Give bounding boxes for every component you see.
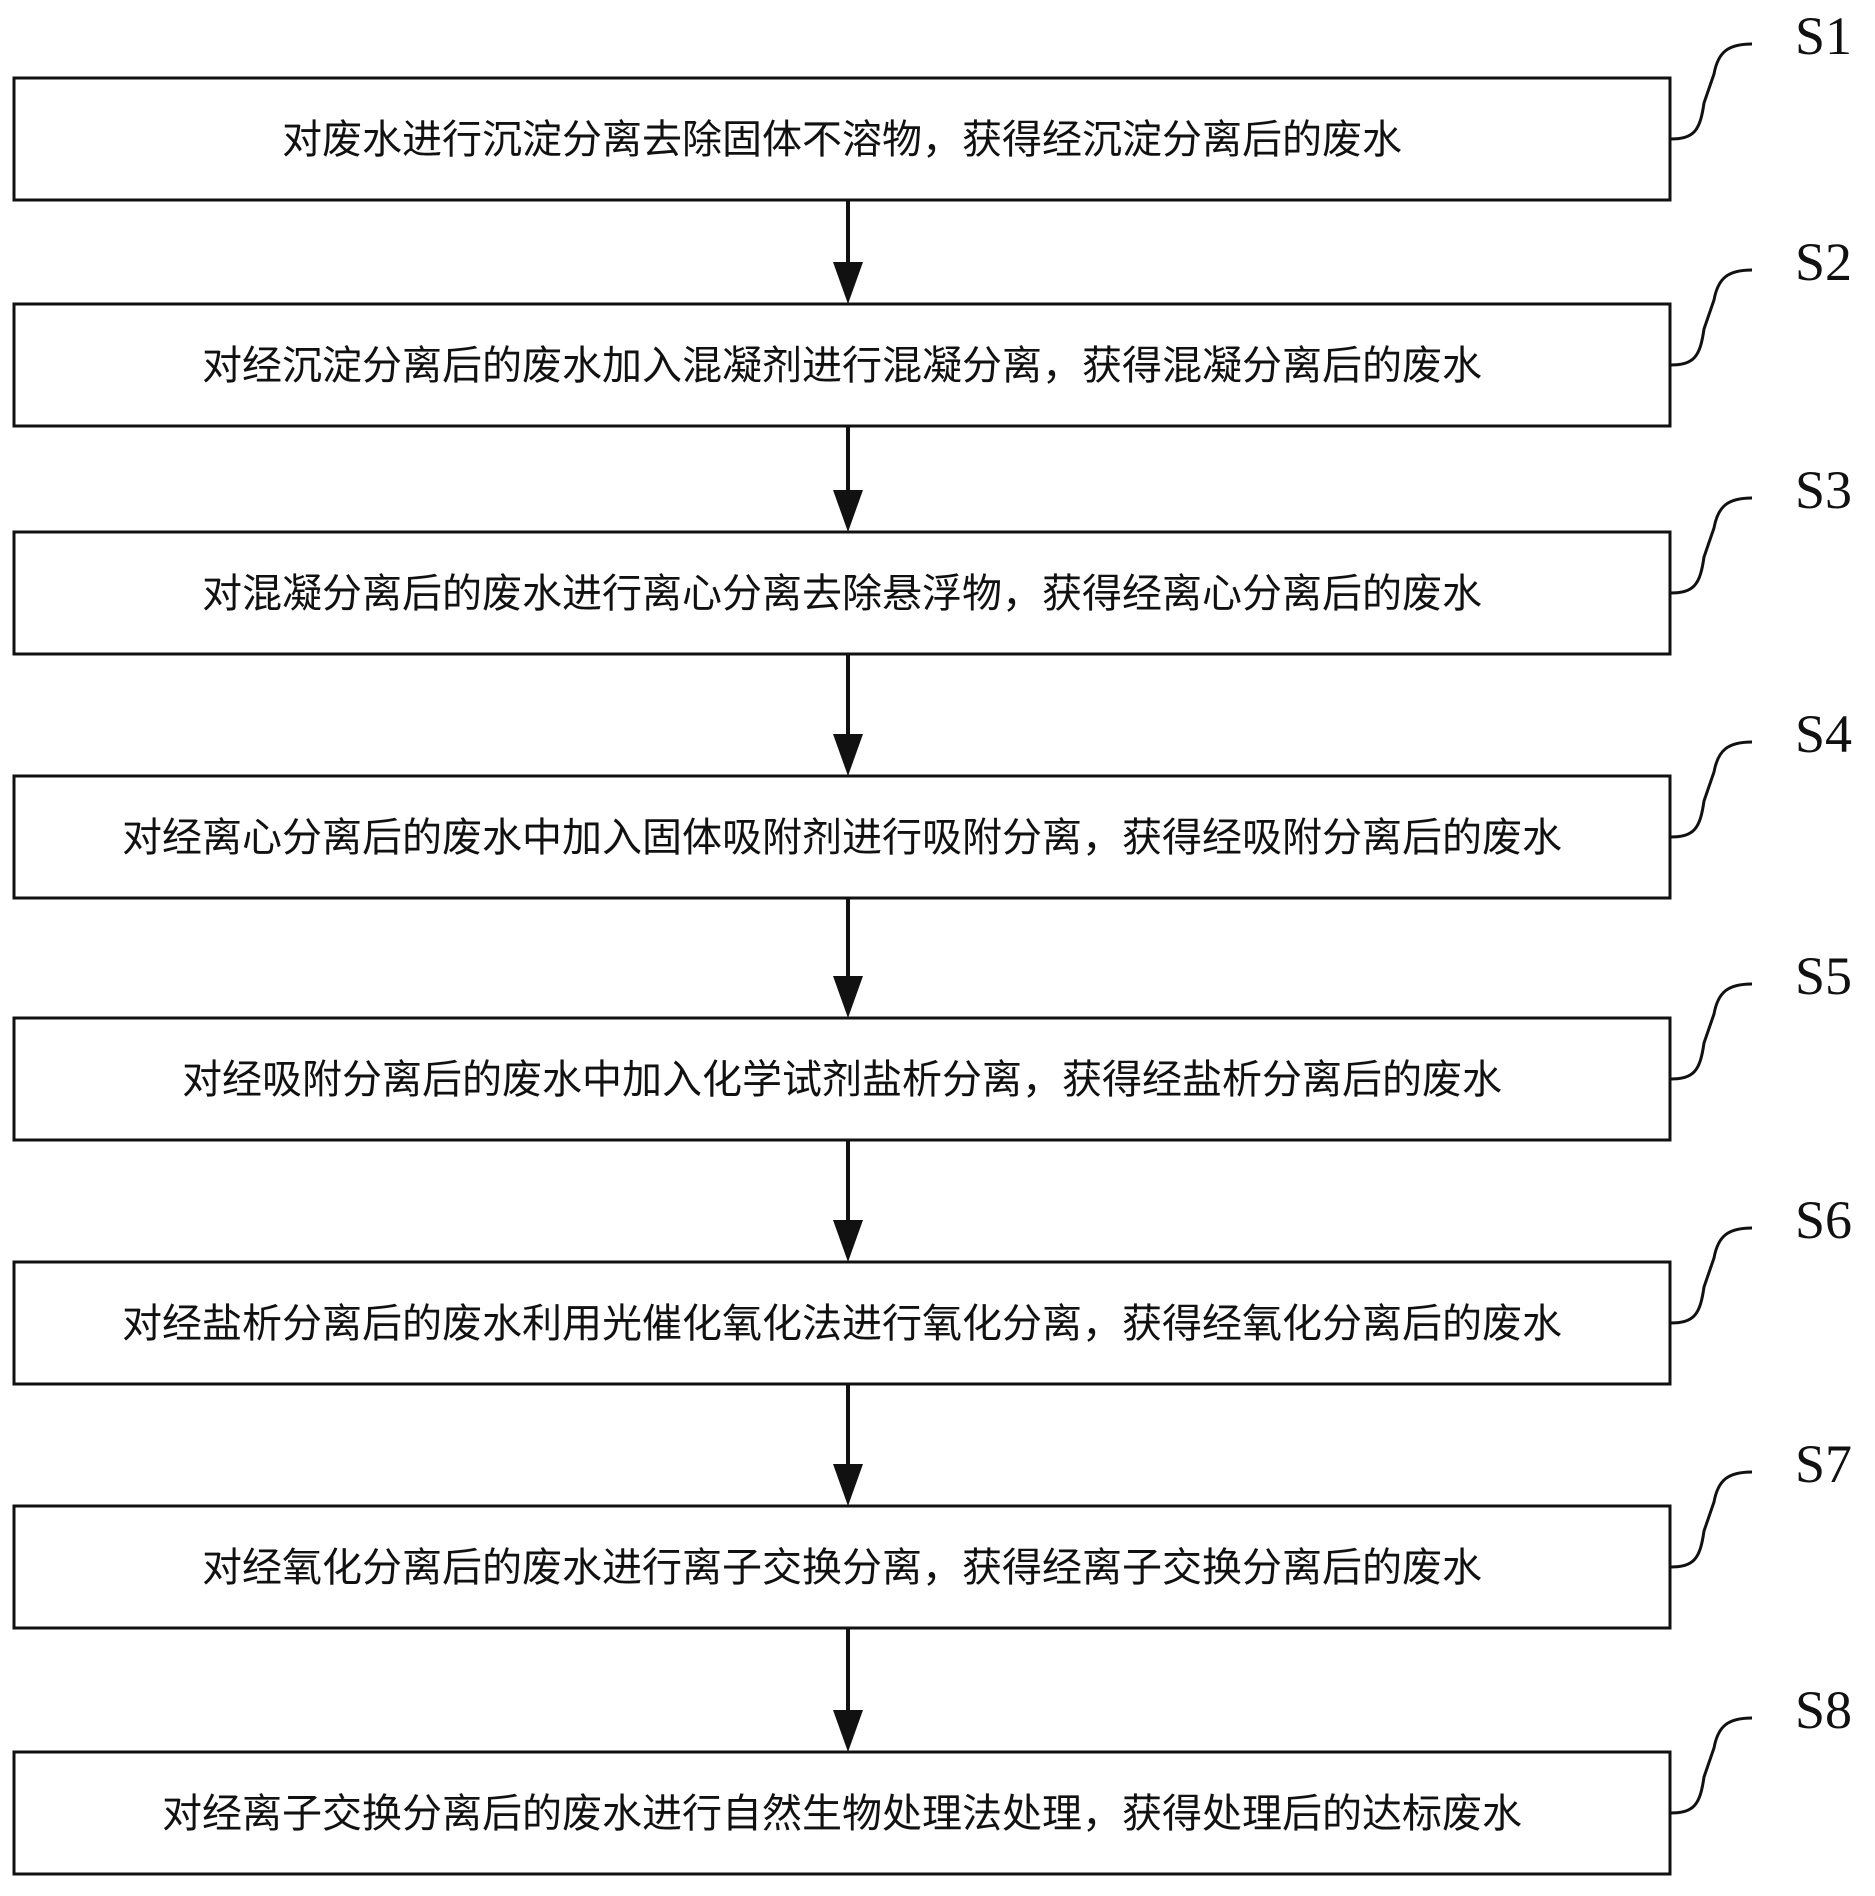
- arrow-3-to-4: [833, 654, 863, 776]
- arrow-5-to-6: [833, 1140, 863, 1262]
- step-box: [12, 530, 1672, 656]
- step-box: [12, 302, 1672, 428]
- arrow-4-to-5: [833, 898, 863, 1018]
- step-box: [12, 1504, 1672, 1630]
- arrow-1-to-2: [833, 200, 863, 304]
- step-box: [12, 774, 1672, 900]
- step-1: 对废水进行沉淀分离去除固体不溶物，获得经沉淀分离后的废水 S1: [12, 6, 1852, 202]
- leader-line: [1669, 496, 1753, 595]
- step-box: [12, 1016, 1672, 1142]
- arrow-head: [833, 734, 863, 776]
- arrow-head: [833, 1710, 863, 1752]
- step-label: S2: [1795, 232, 1852, 292]
- arrow-head: [833, 1220, 863, 1262]
- leader-line: [1669, 740, 1753, 839]
- step-label: S4: [1795, 704, 1852, 764]
- step-5: 对经吸附分离后的废水中加入化学试剂盐析分离，获得经盐析分离后的废水 S5: [12, 946, 1852, 1142]
- leader-line: [1669, 268, 1753, 367]
- step-text: 对废水进行沉淀分离去除固体不溶物，获得经沉淀分离后的废水: [282, 117, 1402, 163]
- step-3: 对混凝分离后的废水进行离心分离去除悬浮物，获得经离心分离后的废水 S3: [12, 460, 1852, 656]
- leader-line: [1669, 42, 1753, 141]
- step-text: 对经吸附分离后的废水中加入化学试剂盐析分离，获得经盐析分离后的废水: [182, 1057, 1502, 1103]
- arrow-2-to-3: [833, 426, 863, 532]
- step-box: [12, 76, 1672, 202]
- leader-line: [1669, 1226, 1753, 1325]
- arrow-6-to-7: [833, 1384, 863, 1506]
- step-4: 对经离心分离后的废水中加入固体吸附剂进行吸附分离，获得经吸附分离后的废水 S4: [12, 704, 1852, 900]
- step-box: [12, 1260, 1672, 1386]
- step-text: 对经氧化分离后的废水进行离子交换分离，获得经离子交换分离后的废水: [202, 1545, 1482, 1591]
- step-label: S5: [1795, 946, 1852, 1006]
- leader-line: [1669, 982, 1753, 1081]
- step-label: S1: [1795, 6, 1852, 66]
- step-box: [12, 1750, 1672, 1876]
- step-8: 对经离子交换分离后的废水进行自然生物处理法处理，获得处理后的达标废水 S8: [12, 1680, 1852, 1876]
- leader-line: [1669, 1470, 1753, 1569]
- step-label: S8: [1795, 1680, 1852, 1740]
- step-7: 对经氧化分离后的废水进行离子交换分离，获得经离子交换分离后的废水 S7: [12, 1434, 1852, 1630]
- arrow-7-to-8: [833, 1628, 863, 1752]
- arrow-head: [833, 262, 863, 304]
- leader-line: [1669, 1716, 1753, 1815]
- step-text: 对混凝分离后的废水进行离心分离去除悬浮物，获得经离心分离后的废水: [202, 571, 1482, 617]
- step-text: 对经沉淀分离后的废水加入混凝剂进行混凝分离，获得混凝分离后的废水: [202, 343, 1482, 389]
- arrow-head: [833, 490, 863, 532]
- step-label: S7: [1795, 1434, 1852, 1494]
- arrow-head: [833, 1464, 863, 1506]
- step-text: 对经离心分离后的废水中加入固体吸附剂进行吸附分离，获得经吸附分离后的废水: [122, 815, 1562, 861]
- step-label: S3: [1795, 460, 1852, 520]
- step-text: 对经盐析分离后的废水利用光催化氧化法进行氧化分离，获得经氧化分离后的废水: [122, 1301, 1562, 1347]
- step-6: 对经盐析分离后的废水利用光催化氧化法进行氧化分离，获得经氧化分离后的废水 S6: [12, 1190, 1852, 1386]
- arrow-head: [833, 976, 863, 1018]
- step-2: 对经沉淀分离后的废水加入混凝剂进行混凝分离，获得混凝分离后的废水 S2: [12, 232, 1852, 428]
- step-text: 对经离子交换分离后的废水进行自然生物处理法处理，获得处理后的达标废水: [162, 1791, 1522, 1837]
- step-label: S6: [1795, 1190, 1852, 1250]
